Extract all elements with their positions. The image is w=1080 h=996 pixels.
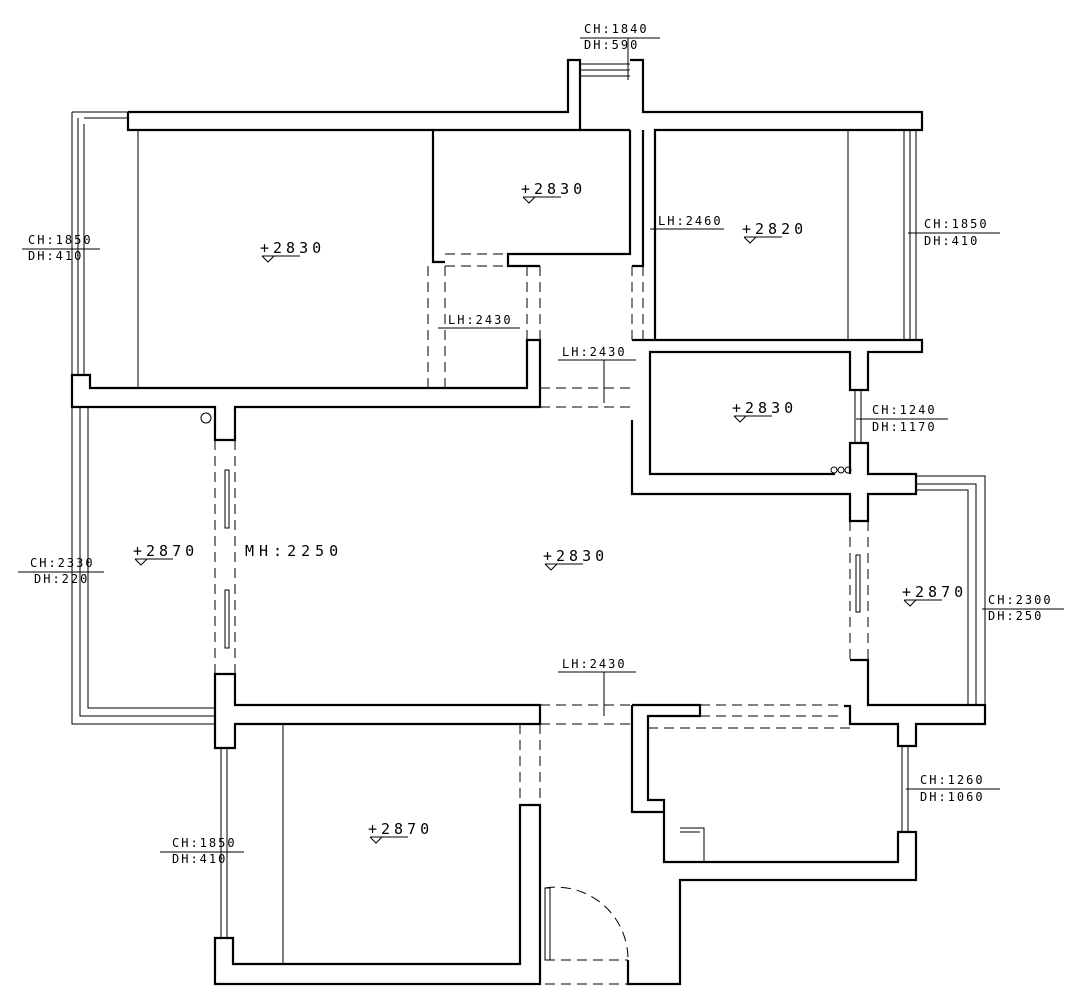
level-top-room: +2830: [521, 180, 586, 204]
window-note-left-bedroom: CH:1850 DH:410: [22, 233, 100, 263]
svg-text:+2830: +2830: [543, 547, 608, 565]
svg-text:CH:1260: CH:1260: [920, 773, 985, 787]
window-notes: CH:1840 DH:590 CH:1850 DH:410 CH:1850 DH…: [18, 22, 1064, 866]
svg-text:+2820: +2820: [742, 220, 807, 238]
window-note-right-bedroom: CH:1850 DH:410: [908, 217, 1000, 248]
svg-text:CH:1850: CH:1850: [924, 217, 989, 231]
level-right-balcony: +2870: [902, 583, 967, 607]
svg-text:LH:2430: LH:2430: [562, 657, 627, 671]
level-markers: +2830 +2830 +2820 +2830 +2830 +2870 +287…: [133, 180, 967, 844]
svg-text:CH:1240: CH:1240: [872, 403, 937, 417]
windows: [71, 63, 986, 964]
window-note-study: CH:1240 DH:1170: [856, 403, 948, 434]
svg-text:LH:2430: LH:2430: [448, 313, 513, 327]
level-right-bedroom: +2820: [742, 220, 807, 244]
svg-text:+2830: +2830: [732, 399, 797, 417]
svg-text:DH:410: DH:410: [172, 852, 227, 866]
svg-text:DH:1170: DH:1170: [872, 420, 937, 434]
svg-text:+2870: +2870: [133, 542, 198, 560]
svg-text:CH:1840: CH:1840: [584, 22, 649, 36]
svg-text:+2830: +2830: [260, 239, 325, 257]
window-note-top-balcony: CH:1840 DH:590: [580, 22, 660, 80]
svg-text:CH:2300: CH:2300: [988, 593, 1053, 607]
walls: [70, 58, 987, 986]
svg-text:CH:1850: CH:1850: [28, 233, 93, 247]
beam-note-corridor: LH:2430: [438, 313, 520, 329]
svg-text:DH:220: DH:220: [34, 572, 89, 586]
level-study: +2830: [732, 399, 797, 423]
window-note-right-balcony: CH:2300 DH:250: [982, 593, 1064, 623]
openings: [200, 253, 869, 985]
svg-text:LH:2430: LH:2430: [562, 345, 627, 359]
svg-text:DH:410: DH:410: [924, 234, 979, 248]
beam-note-top-right: LH:2460: [650, 214, 724, 230]
svg-text:DH:410: DH:410: [28, 249, 83, 263]
level-master-bedroom: +2830: [260, 239, 325, 263]
beam-note-center-lower: LH:2430: [558, 657, 636, 716]
beam-note-center-upper: LH:2430: [558, 345, 636, 403]
svg-text:DH:250: DH:250: [988, 609, 1043, 623]
window-note-living-left: CH:2330 DH:220: [18, 556, 104, 586]
svg-text:CH:2330: CH:2330: [30, 556, 95, 570]
svg-text:+2830: +2830: [521, 180, 586, 198]
level-bottom-bedroom: +2870: [368, 820, 433, 844]
svg-text:+2870: +2870: [368, 820, 433, 838]
svg-text:+2870: +2870: [902, 583, 967, 601]
level-left-balcony: +2870: [133, 542, 198, 566]
beam-notes: LH:2460 LH:2430 LH:2430 LH:2430: [438, 214, 724, 716]
svg-text:DH:1060: DH:1060: [920, 790, 985, 804]
level-living: +2830: [543, 547, 608, 571]
window-note-bottom-bedroom: CH:1850 DH:410: [160, 836, 244, 866]
svg-text:CH:1850: CH:1850: [172, 836, 237, 850]
svg-text:LH:2460: LH:2460: [658, 214, 723, 228]
window-note-kitchen: CH:1260 DH:1060: [906, 773, 1000, 804]
svg-text:DH:590: DH:590: [584, 38, 639, 52]
door-height-note: MH:2250: [245, 542, 343, 560]
